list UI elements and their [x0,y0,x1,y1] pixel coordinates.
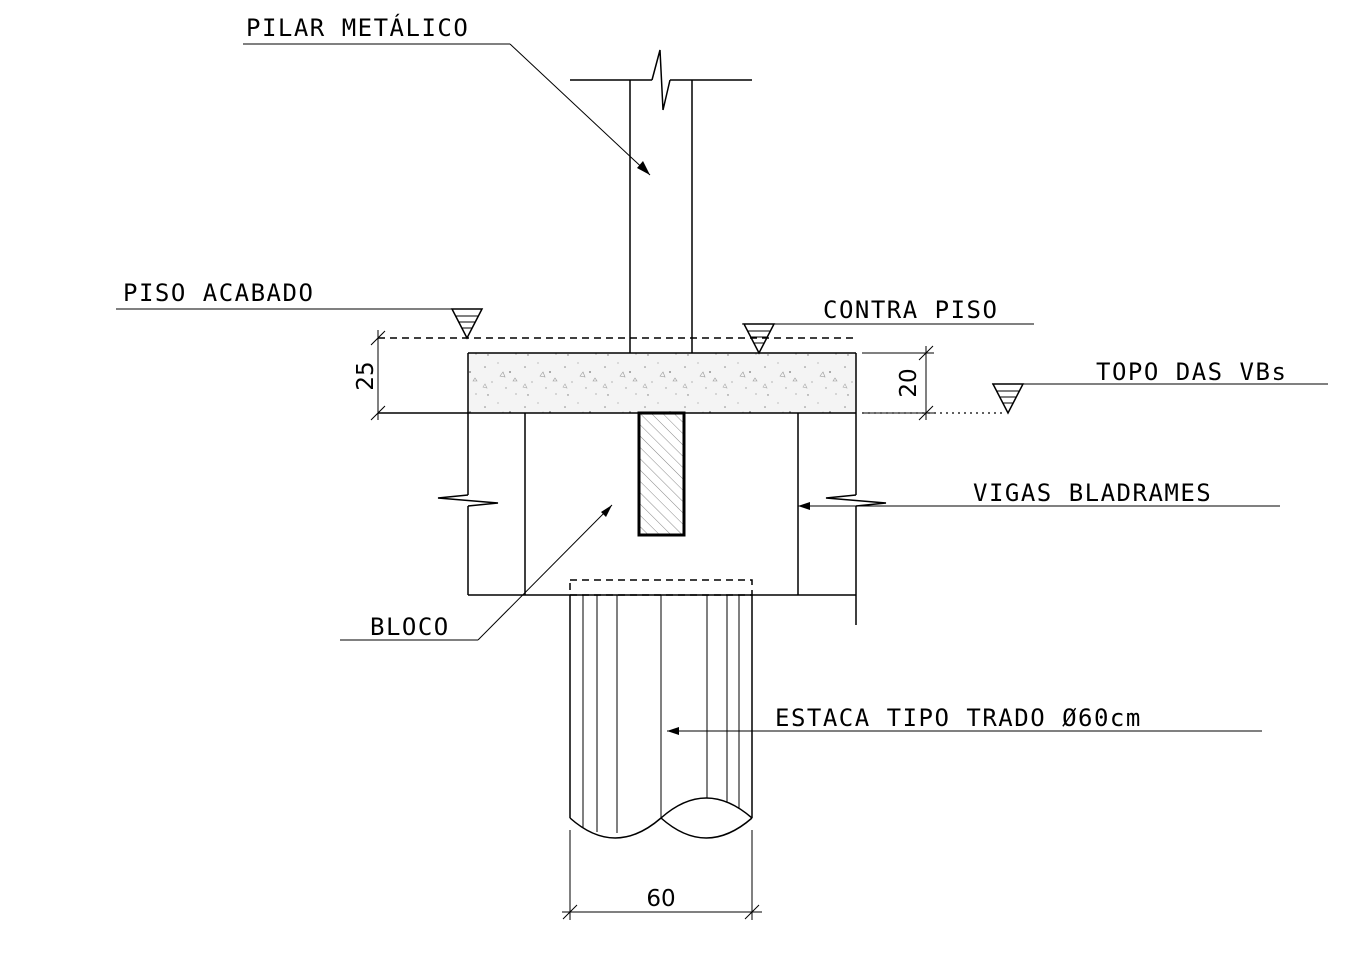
label-topo-vbs-text: TOPO DAS VBs [1096,358,1287,386]
contrapiso-slab [378,352,857,414]
label-piso-acabado-text: PISO ACABADO [123,279,314,307]
dimension-25-text: 25 [353,361,379,390]
label-estaca-text: ESTACA TIPO TRADO Ø60cm [775,704,1142,732]
label-bloco-text: BLOCO [370,613,450,641]
dimension-25: 25 [353,330,386,421]
label-contra-piso: CONTRA PISO [742,296,1034,355]
label-estaca: ESTACA TIPO TRADO Ø60cm [667,704,1262,735]
label-vigas-baldrames: VIGAS BLADRAMES [798,479,1280,510]
label-pilar-metalico: PILAR METÁLICO [243,13,651,176]
bloco-hatched-core [637,411,686,537]
label-bloco: BLOCO [340,504,613,641]
label-piso-acabado: PISO ACABADO [116,279,484,340]
label-vigas-text: VIGAS BLADRAMES [973,479,1212,507]
label-topo-vbs: TOPO DAS VBs [862,358,1328,415]
dimension-20: 20 [862,345,934,421]
dimension-60-text: 60 [646,886,675,912]
estaca-pile [569,579,753,839]
dimension-60: 60 [562,830,762,920]
grade-beams [437,413,887,625]
label-pilar-text: PILAR METÁLICO [246,13,469,42]
label-contra-piso-text: CONTRA PISO [823,296,998,324]
dimension-20-text: 20 [896,368,922,397]
